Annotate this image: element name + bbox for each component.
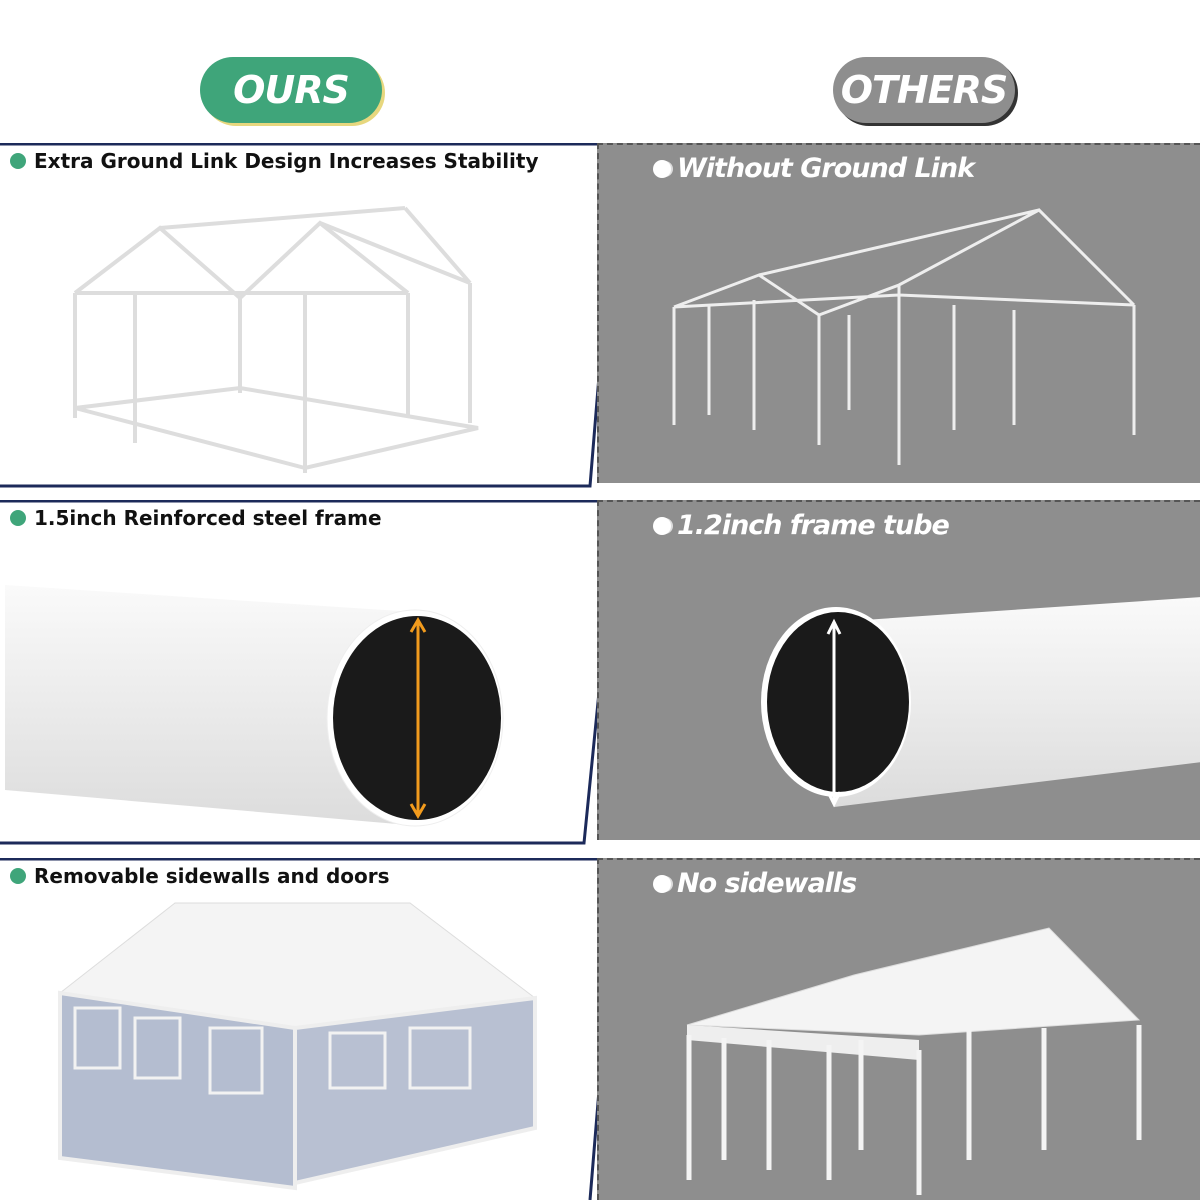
- others-panel-ground-link: Without Ground Link: [597, 143, 1200, 483]
- others-panel-sidewalls: No sidewalls: [597, 858, 1200, 1200]
- white-bullet-icon: [653, 874, 671, 893]
- ours-panel-sidewalls: Removable sidewalls and doors: [0, 858, 620, 1200]
- white-bullet-icon: [653, 159, 671, 178]
- ours-panel-ground-link: Extra Ground Link Design Increases Stabi…: [0, 143, 620, 488]
- others-caption: Without Ground Link: [677, 153, 975, 184]
- ours-caption: 1.5inch Reinforced steel frame: [34, 506, 382, 530]
- others-caption: 1.2inch frame tube: [677, 510, 950, 541]
- others-panel-frame-tube: 1.2inch frame tube: [597, 500, 1200, 840]
- tent-frame-without-ground-link-image: [672, 208, 1136, 465]
- ours-panel-frame-tube: 1.5inch Reinforced steel frame: [0, 500, 620, 845]
- tent-without-sidewalls-image: [686, 927, 1142, 1195]
- ours-caption: Removable sidewalls and doors: [34, 864, 390, 888]
- ours-header-badge: OURS: [200, 57, 382, 123]
- tent-with-sidewalls-image: [58, 902, 537, 1191]
- ours-caption: Extra Ground Link Design Increases Stabi…: [34, 149, 539, 173]
- green-bullet-icon: [10, 868, 26, 884]
- white-bullet-icon: [653, 516, 671, 535]
- green-bullet-icon: [10, 510, 26, 526]
- others-caption: No sidewalls: [677, 868, 857, 899]
- green-bullet-icon: [10, 153, 26, 169]
- tent-frame-with-ground-link-image: [73, 206, 479, 473]
- others-header-badge: OTHERS: [833, 57, 1015, 123]
- 1-5-inch-tube-image: [5, 585, 504, 827]
- 1-2-inch-tube-image: [761, 597, 1200, 808]
